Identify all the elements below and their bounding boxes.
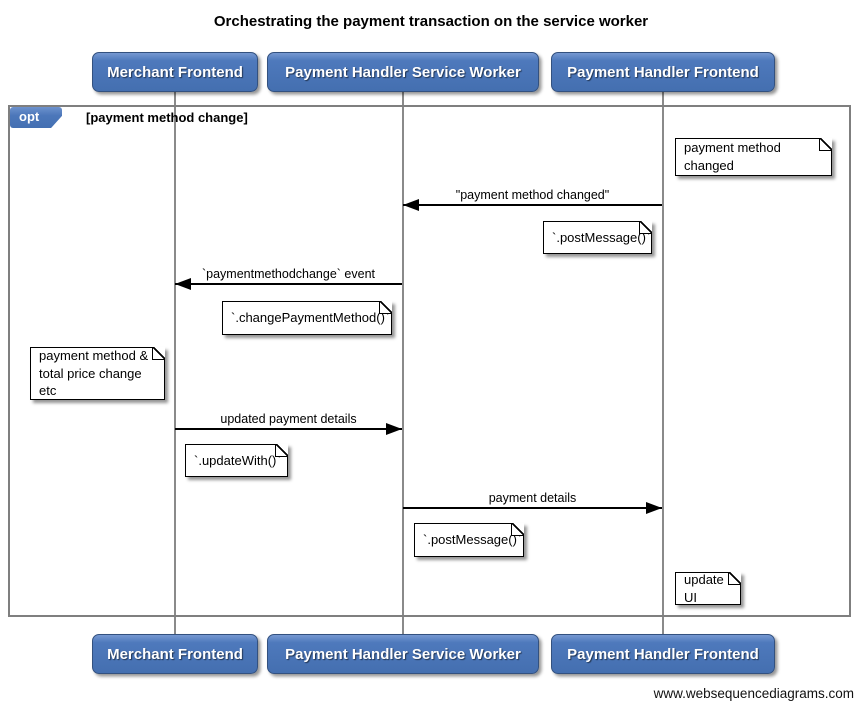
lifeline-payment-handler-frontend bbox=[662, 92, 664, 634]
lifeline-payment-handler-service-worker bbox=[402, 92, 404, 634]
message-label: updated payment details bbox=[220, 412, 357, 426]
message-payment-method-changed: "payment method changed" bbox=[403, 186, 662, 211]
diagram-title: Orchestrating the payment transaction on… bbox=[213, 13, 649, 30]
actor-payment-handler-service-worker-top: Payment Handler Service Worker bbox=[267, 52, 539, 92]
arrowhead-left-icon bbox=[175, 278, 191, 290]
note-text: update UI bbox=[684, 571, 724, 605]
note-payment-method-total-price: payment method & total price change etc bbox=[30, 347, 165, 400]
arrowhead-right-icon bbox=[646, 502, 662, 514]
message-line bbox=[403, 507, 662, 509]
note-text: payment method changed bbox=[684, 140, 781, 173]
message-line bbox=[175, 428, 402, 430]
opt-operator-tab: opt bbox=[10, 107, 62, 128]
message-payment-details: payment details bbox=[403, 489, 662, 514]
note-changepaymentmethod: `.changePaymentMethod()` bbox=[222, 301, 392, 335]
note-updatewith: `.updateWith()` bbox=[185, 444, 288, 477]
note-postmessage-2: `.postMessage()` bbox=[414, 523, 524, 557]
message-updated-payment-details: updated payment details bbox=[175, 410, 402, 435]
message-line bbox=[403, 204, 662, 206]
message-line bbox=[175, 283, 402, 285]
note-postmessage-1: `.postMessage()` bbox=[543, 221, 652, 254]
watermark-text: www.websequencediagrams.com bbox=[653, 686, 854, 701]
actor-merchant-frontend-top: Merchant Frontend bbox=[92, 52, 258, 92]
note-text: `.updateWith()` bbox=[194, 452, 281, 468]
note-update-ui: update UI bbox=[675, 572, 741, 605]
opt-guard-condition: [payment method change] bbox=[86, 110, 248, 125]
message-label: "payment method changed" bbox=[455, 188, 610, 202]
message-paymentmethodchange-event: `paymentmethodchange` event bbox=[175, 265, 402, 290]
message-label: payment details bbox=[488, 491, 577, 505]
actor-payment-handler-frontend-top: Payment Handler Frontend bbox=[551, 52, 775, 92]
note-payment-method-changed: payment method changed bbox=[675, 138, 832, 176]
note-text: `.postMessage()` bbox=[552, 229, 651, 245]
actor-merchant-frontend-bottom: Merchant Frontend bbox=[92, 634, 258, 674]
note-text: `.changePaymentMethod()` bbox=[231, 310, 390, 326]
opt-fragment-frame: opt [payment method change] bbox=[8, 105, 851, 617]
lifeline-merchant-frontend bbox=[174, 92, 176, 634]
arrowhead-right-icon bbox=[386, 423, 402, 435]
note-text: payment method & total price change etc bbox=[39, 348, 149, 399]
arrowhead-left-icon bbox=[403, 199, 419, 211]
actor-payment-handler-frontend-bottom: Payment Handler Frontend bbox=[551, 634, 775, 674]
message-label: `paymentmethodchange` event bbox=[201, 267, 376, 281]
note-text: `.postMessage()` bbox=[423, 532, 522, 548]
actor-payment-handler-service-worker-bottom: Payment Handler Service Worker bbox=[267, 634, 539, 674]
